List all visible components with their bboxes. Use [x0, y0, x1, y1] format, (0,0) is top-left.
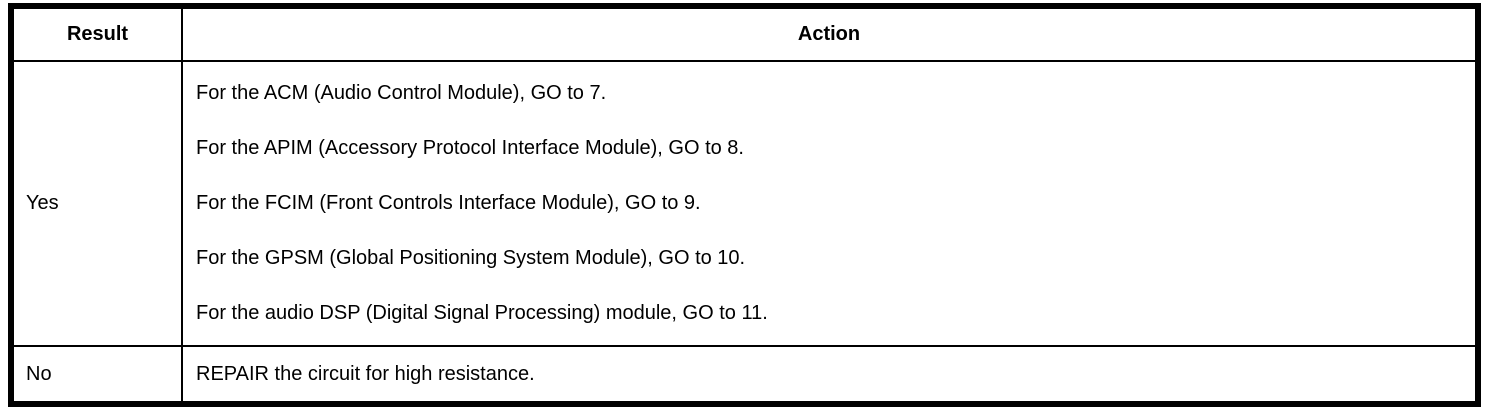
- action-line: REPAIR the circuit for high resistance.: [196, 362, 535, 385]
- column-header-result: Result: [10, 5, 183, 62]
- result-cell-no: No: [10, 345, 183, 405]
- column-header-action: Action: [181, 5, 1479, 62]
- action-line: For the APIM (Accessory Protocol Interfa…: [196, 137, 744, 159]
- action-line: For the audio DSP (Digital Signal Proces…: [196, 302, 768, 324]
- table-row-yes: Yes For the ACM (Audio Control Module), …: [10, 60, 1479, 347]
- table-row-no: No REPAIR the circuit for high resistanc…: [10, 345, 1479, 405]
- table-header-row: Result Action: [10, 5, 1479, 62]
- result-action-table: Result Action Yes For the ACM (Audio Con…: [8, 3, 1481, 407]
- action-cell-yes: For the ACM (Audio Control Module), GO t…: [181, 60, 1479, 347]
- action-line: For the GPSM (Global Positioning System …: [196, 247, 746, 269]
- action-line: For the FCIM (Front Controls Interface M…: [196, 192, 701, 214]
- action-cell-no: REPAIR the circuit for high resistance.: [181, 345, 1479, 405]
- action-line: For the ACM (Audio Control Module), GO t…: [196, 82, 607, 104]
- result-cell-yes: Yes: [10, 60, 183, 347]
